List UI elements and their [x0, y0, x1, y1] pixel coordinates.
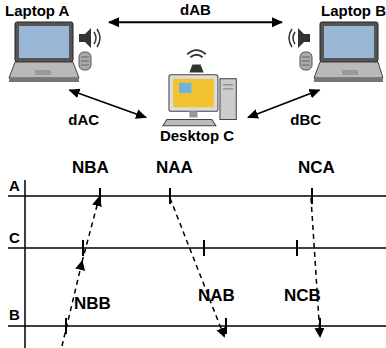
device-node: Laptop B: [282, 2, 386, 90]
timestamp-label: NAA: [156, 158, 193, 178]
timestamp-label: NCB: [284, 286, 321, 306]
timeline-name: C: [9, 229, 20, 246]
timestamp-label: NCA: [298, 158, 335, 178]
timestamp-label: NBB: [74, 294, 111, 314]
device-name: Laptop B: [282, 2, 386, 19]
timestamp-label: NBA: [72, 158, 109, 178]
timestamp-label: NAB: [198, 286, 235, 306]
distance-label: dBC: [288, 111, 323, 128]
timeline-name: B: [9, 306, 20, 323]
device-node: Laptop A: [5, 2, 109, 90]
device-name: Desktop C: [146, 127, 248, 144]
distance-label: dAC: [66, 111, 101, 128]
timeline-name: A: [9, 177, 20, 194]
distance-label: dAB: [178, 1, 213, 18]
device-name: Laptop A: [5, 2, 109, 19]
device-node: Desktop C: [146, 42, 248, 144]
distance-arrow: [109, 21, 282, 23]
